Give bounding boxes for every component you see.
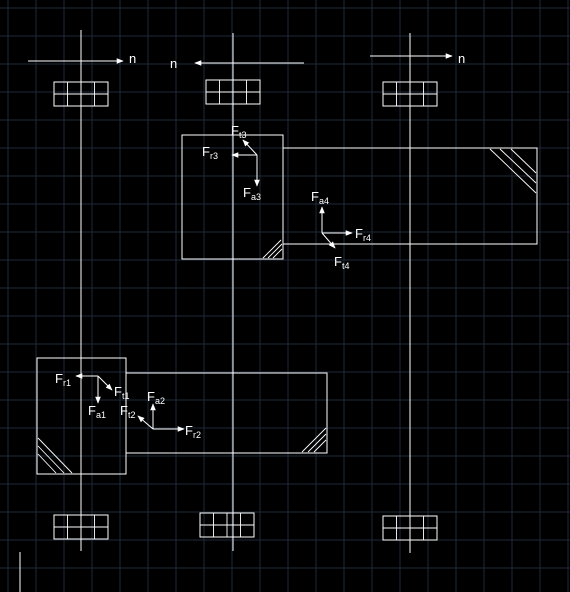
gear3-axial-force-label: Fa3 xyxy=(243,185,261,202)
gear1-hatch xyxy=(37,437,73,474)
gear4-hatch xyxy=(510,148,537,174)
gear4-hatch xyxy=(499,148,537,184)
gear-pair-upper xyxy=(181,134,538,260)
gear4-tangential-force-label: Ft4 xyxy=(334,254,349,271)
gear2-hatch xyxy=(301,427,327,453)
gear1-tangential-force-arrow xyxy=(97,375,113,391)
force-vectors xyxy=(75,139,353,432)
gear3-radial-force-label: Fr3 xyxy=(202,144,218,161)
gear4-axial-force-label: Fa4 xyxy=(311,189,329,206)
rotation-indicators: n n n xyxy=(28,51,465,71)
gear3-tangential-force-label: Ft3 xyxy=(231,123,246,140)
gear1-tangential-force-label: Ft1 xyxy=(114,384,129,401)
gear4-radial-force-label: Fr4 xyxy=(355,226,371,243)
gear1-hatch xyxy=(37,445,65,474)
gear4-body xyxy=(282,147,538,245)
intermediate-shaft-bottom-bearing xyxy=(199,512,255,538)
gear2-hatch xyxy=(307,433,327,453)
gear4-hatch xyxy=(489,148,537,194)
gear3-tangential-force-arrow xyxy=(242,139,258,156)
intermediate-shaft-top-bearing xyxy=(205,79,261,105)
output-shaft-top-bearing xyxy=(382,81,438,107)
output-shaft-bottom-bearing xyxy=(382,515,438,541)
shafts xyxy=(80,30,411,553)
gear2-axial-force-label: Fa2 xyxy=(147,389,165,406)
gear1-axial-force-label: Fa1 xyxy=(88,403,106,420)
gear2-tangential-force-arrow xyxy=(137,415,154,430)
bearings xyxy=(53,79,438,541)
gear3-hatch xyxy=(272,248,283,259)
gear1-hatch xyxy=(37,453,57,474)
input-shaft-bottom-bearing xyxy=(53,514,109,540)
gear3-hatch xyxy=(267,243,283,259)
rotation-label-middle: n xyxy=(170,56,177,71)
force-labels: Ft3 Fr3 Fa3 Fa4 Fr4 Ft4 Fr1 Ft1 Fa1 Fa2 … xyxy=(55,123,371,440)
gear1-radial-force-label: Fr1 xyxy=(55,371,71,388)
input-shaft-top-bearing xyxy=(53,81,109,107)
gear2-tangential-force-label: Ft2 xyxy=(120,403,135,420)
rotation-label-right: n xyxy=(458,51,465,66)
gear3-hatch xyxy=(262,239,282,259)
gear-pair-lower xyxy=(36,357,328,475)
gear4-tangential-force-arrow xyxy=(321,232,336,249)
gear2-radial-force-label: Fr2 xyxy=(185,423,201,440)
rotation-label-left: n xyxy=(129,51,136,66)
gear2-hatch xyxy=(313,439,327,453)
gear2-body xyxy=(125,372,328,454)
